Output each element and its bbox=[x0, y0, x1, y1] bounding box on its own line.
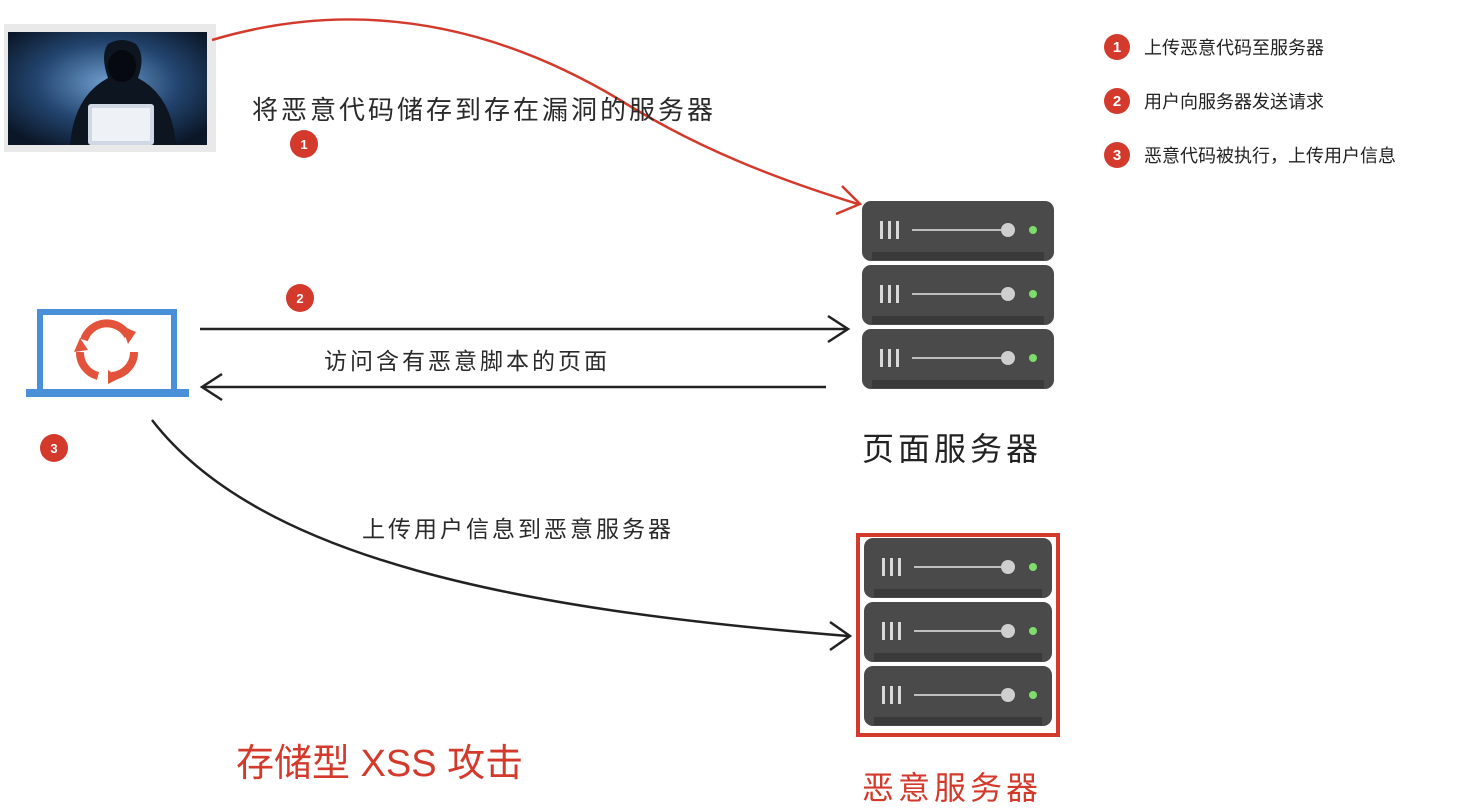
legend-text: 恶意代码被执行，上传用户信息 bbox=[1144, 146, 1396, 166]
step3-label: 上传用户信息到恶意服务器 bbox=[362, 517, 674, 543]
step2-label: 访问含有恶意脚本的页面 bbox=[324, 349, 610, 375]
legend-number-badge: 2 bbox=[1104, 88, 1130, 114]
hacker-image bbox=[4, 24, 216, 152]
legend-text: 上传恶意代码至服务器 bbox=[1144, 38, 1324, 58]
svg-text:1: 1 bbox=[300, 137, 307, 152]
arrow-upload-malicious-code bbox=[211, 18, 863, 216]
legend-item: 3 恶意代码被执行，上传用户信息 bbox=[1104, 142, 1396, 168]
arrow-request-page bbox=[200, 314, 851, 344]
svg-text:3: 3 bbox=[50, 441, 57, 456]
legend-item: 2 用户向服务器发送请求 bbox=[1104, 88, 1324, 114]
step3-badge: 3 bbox=[40, 434, 68, 462]
malicious-server-icon bbox=[856, 533, 1060, 737]
refresh-icon bbox=[74, 319, 139, 384]
page-server-icon bbox=[862, 201, 1054, 389]
arrow-response-page bbox=[199, 372, 826, 402]
arrow-send-user-info bbox=[151, 419, 853, 652]
step2-badge: 2 bbox=[286, 284, 314, 312]
diagram-title: 存储型 XSS 攻击 bbox=[236, 743, 524, 785]
laptop-icon bbox=[26, 309, 189, 397]
step1-label: 将恶意代码储存到存在漏洞的服务器 bbox=[252, 96, 717, 126]
page-server-label: 页面服务器 bbox=[862, 430, 1043, 468]
step1-badge: 1 bbox=[290, 130, 318, 158]
malicious-server-label: 恶意服务器 bbox=[862, 769, 1043, 807]
legend-number-badge: 3 bbox=[1104, 142, 1130, 168]
legend-text: 用户向服务器发送请求 bbox=[1144, 92, 1324, 112]
legend-number-badge: 1 bbox=[1104, 34, 1130, 60]
svg-text:2: 2 bbox=[296, 291, 303, 306]
legend-item: 1 上传恶意代码至服务器 bbox=[1104, 34, 1324, 60]
